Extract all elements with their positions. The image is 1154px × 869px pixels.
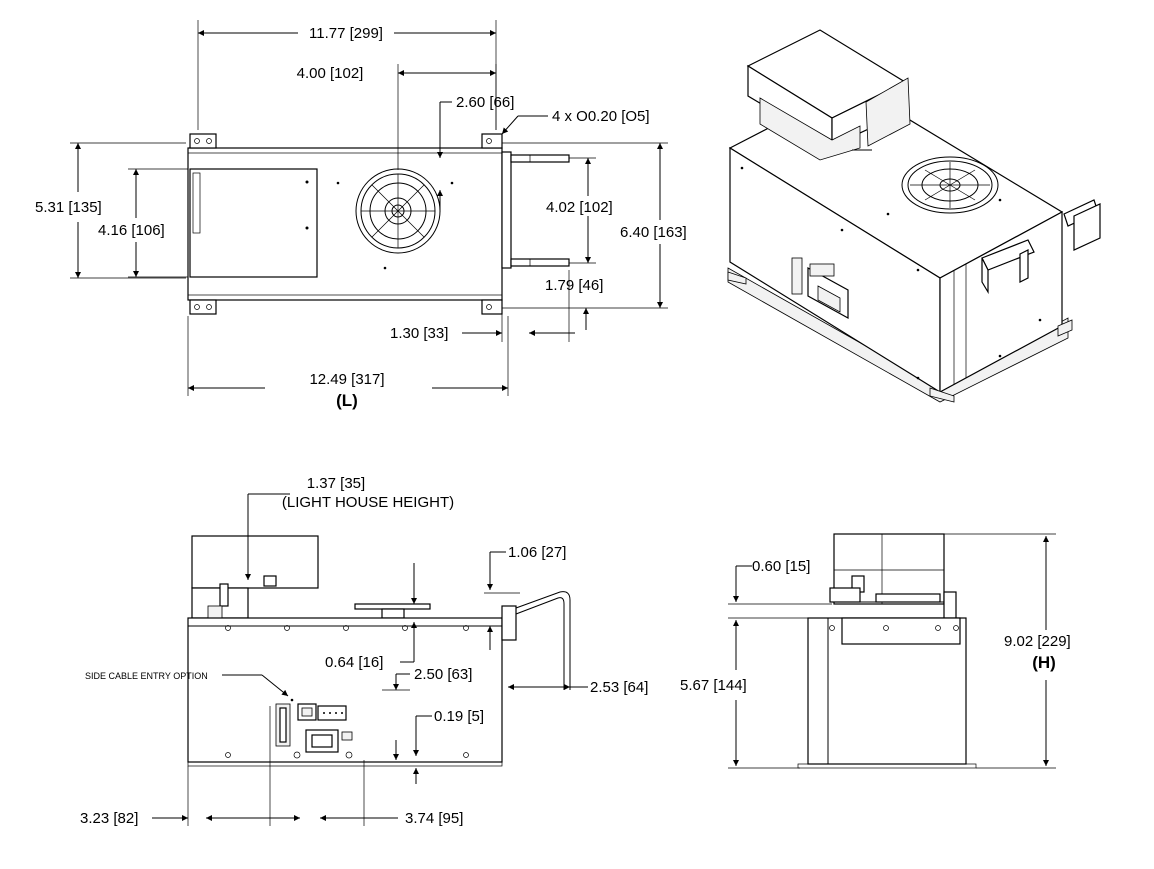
- dim-height-outer: 5.31 [135]: [35, 199, 102, 216]
- mounting-tab: [189, 299, 217, 315]
- dim-top-offset: 0.60 [15]: [752, 558, 810, 575]
- dim-hole-offset: 2.60 [66]: [456, 94, 514, 111]
- dim-connector-left: 3.23 [82]: [80, 810, 138, 827]
- side-view: 0.60 [15] 5.67 [144] 9.02 [229] (H): [680, 533, 1071, 769]
- height-tag: (H): [1032, 653, 1056, 672]
- handle: [501, 151, 570, 269]
- dim-handle-height: 1.06 [27]: [508, 544, 566, 561]
- dim-handle-offset: 1.30 [33]: [390, 325, 448, 342]
- light-house: [191, 535, 319, 589]
- dim-body-height: 5.67 [144]: [680, 677, 747, 694]
- dim-hole-callout: 4 x O0.20 [O5]: [552, 108, 650, 125]
- length-tag: (L): [336, 391, 358, 410]
- iso-fan-icon: [901, 156, 999, 214]
- dim-handle-depth: 1.79 [46]: [545, 277, 603, 294]
- dim-overall-height: 9.02 [229]: [1004, 633, 1071, 650]
- dim-overall-length: 12.49 [317]: [309, 371, 384, 388]
- cable-entry-note: SIDE CABLE ENTRY OPTION: [85, 671, 208, 681]
- front-handle: [501, 591, 571, 690]
- dim-base-offset: 0.19 [5]: [434, 708, 484, 725]
- dim-connector-height: 2.50 [63]: [414, 666, 472, 683]
- dim-connector-right: 3.74 [95]: [405, 810, 463, 827]
- iso-handle: [981, 199, 1101, 295]
- dim-fan-height: 0.64 [16]: [325, 654, 383, 671]
- dim-height-inner: 4.16 [106]: [98, 222, 165, 239]
- connector-panel: [275, 698, 353, 753]
- dim-lighthouse: 1.37 [35]: [307, 475, 365, 492]
- dim-fan-offset: 4.00 [102]: [297, 65, 364, 82]
- mounting-tab: [481, 133, 503, 149]
- dim-handle-spacing: 4.02 [102]: [546, 199, 613, 216]
- dim-total-depth: 6.40 [163]: [620, 224, 687, 241]
- dim-handle-projection: 2.53 [64]: [590, 679, 648, 696]
- fan-icon: [355, 168, 441, 254]
- isometric-view: [727, 29, 1101, 403]
- side-panel: [189, 168, 318, 278]
- front-view: 1.37 [35] (LIGHT HOUSE HEIGHT) 1.06 [27]…: [80, 475, 648, 827]
- dim-overall-width: 11.77 [299]: [309, 25, 383, 42]
- fan-disc: [354, 603, 431, 610]
- mounting-tab: [189, 133, 217, 149]
- mounting-tab: [481, 299, 503, 315]
- front-view-body: [187, 617, 503, 763]
- top-view: 11.77 [299] 4.00 [102] 2.60 [66] 4 x O0.…: [35, 20, 687, 410]
- lighthouse-note: (LIGHT HOUSE HEIGHT): [282, 494, 454, 511]
